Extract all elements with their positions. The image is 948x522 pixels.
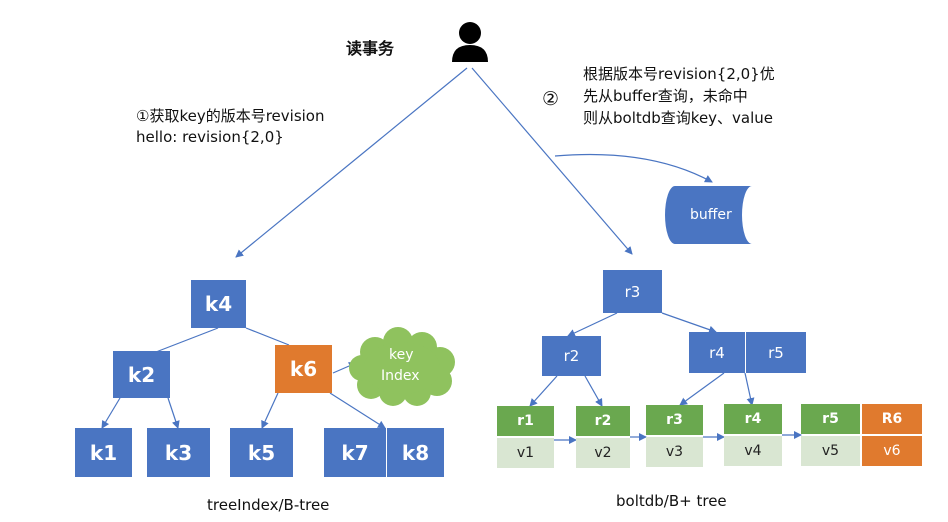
leaf-val-v1: v1 — [497, 438, 554, 468]
arrow-user-to-treeindex — [235, 67, 468, 258]
bplus-node-r3: r3 — [603, 270, 662, 313]
leaf-rev-r5: r5 — [801, 404, 860, 434]
edge-r3-r45 — [661, 312, 717, 334]
step2-line3: 则从boltdb查询key、value — [583, 109, 774, 127]
edge-k6-k5 — [261, 392, 279, 429]
user-icon — [452, 22, 488, 62]
leaf-val-v2: v2 — [576, 438, 630, 468]
edge-r4-r4 — [744, 372, 755, 406]
leaf-val-v3: v3 — [646, 437, 703, 467]
edge-r2-r1 — [529, 375, 558, 407]
step2-line2: 先从buffer查询，未命中 — [583, 87, 748, 105]
tree-node-k7: k7 — [324, 428, 386, 477]
edge-k4-k6 — [245, 327, 290, 346]
step2-line1: 根据版本号revision{2,0}优 — [583, 65, 775, 83]
tree-node-k2: k2 — [113, 351, 170, 398]
arrow-to-buffer — [554, 153, 713, 183]
tree-node-k8: k8 — [386, 428, 444, 477]
tree-node-k4: k4 — [191, 280, 246, 328]
cloud-label-index: Index — [381, 368, 420, 384]
step2-marker: ② — [542, 88, 560, 110]
leaf-rev-r1: r1 — [497, 406, 554, 436]
leaf-val-v5: v5 — [801, 436, 860, 466]
edge-k2-k1 — [101, 397, 121, 429]
bplus-node-r2: r2 — [542, 336, 601, 376]
leaf-val-v6: v6 — [862, 436, 922, 466]
edge-r3-r2 — [567, 312, 618, 337]
edge-k2-k3 — [167, 397, 180, 429]
tree-node-k3: k3 — [147, 428, 210, 477]
tree-node-k5: k5 — [230, 428, 293, 477]
buffer-label: buffer — [690, 207, 732, 223]
edge-r4-r3 — [679, 372, 725, 406]
cloud-label-key: key — [389, 347, 414, 363]
cloud-icon — [349, 327, 455, 406]
caption-boltdb: boltdb/B+ tree — [616, 492, 727, 510]
tree-node-k6: k6 — [275, 345, 332, 393]
leaf-rev-r6: R6 — [862, 404, 922, 434]
step1-line2: hello: revision{2,0} — [136, 128, 284, 146]
edge-r2-r2 — [584, 375, 603, 407]
leaf-rev-r3: r3 — [646, 405, 703, 435]
leaf-rev-r4: r4 — [724, 404, 782, 434]
buffer-icon — [665, 186, 752, 244]
step1-line1: ①获取key的版本号revision — [136, 107, 325, 125]
read-transaction-label: 读事务 — [346, 39, 395, 58]
bplus-node-r4: r4 — [689, 332, 745, 373]
tree-node-k1: k1 — [75, 428, 132, 477]
leaf-val-v4: v4 — [724, 436, 782, 466]
arrow-user-to-bplus — [471, 67, 633, 255]
edge-k6-k7 — [329, 392, 386, 429]
leaf-rev-r2: r2 — [576, 406, 630, 436]
bplus-node-r5: r5 — [745, 332, 806, 373]
caption-treeindex: treeIndex/B-tree — [207, 496, 330, 514]
